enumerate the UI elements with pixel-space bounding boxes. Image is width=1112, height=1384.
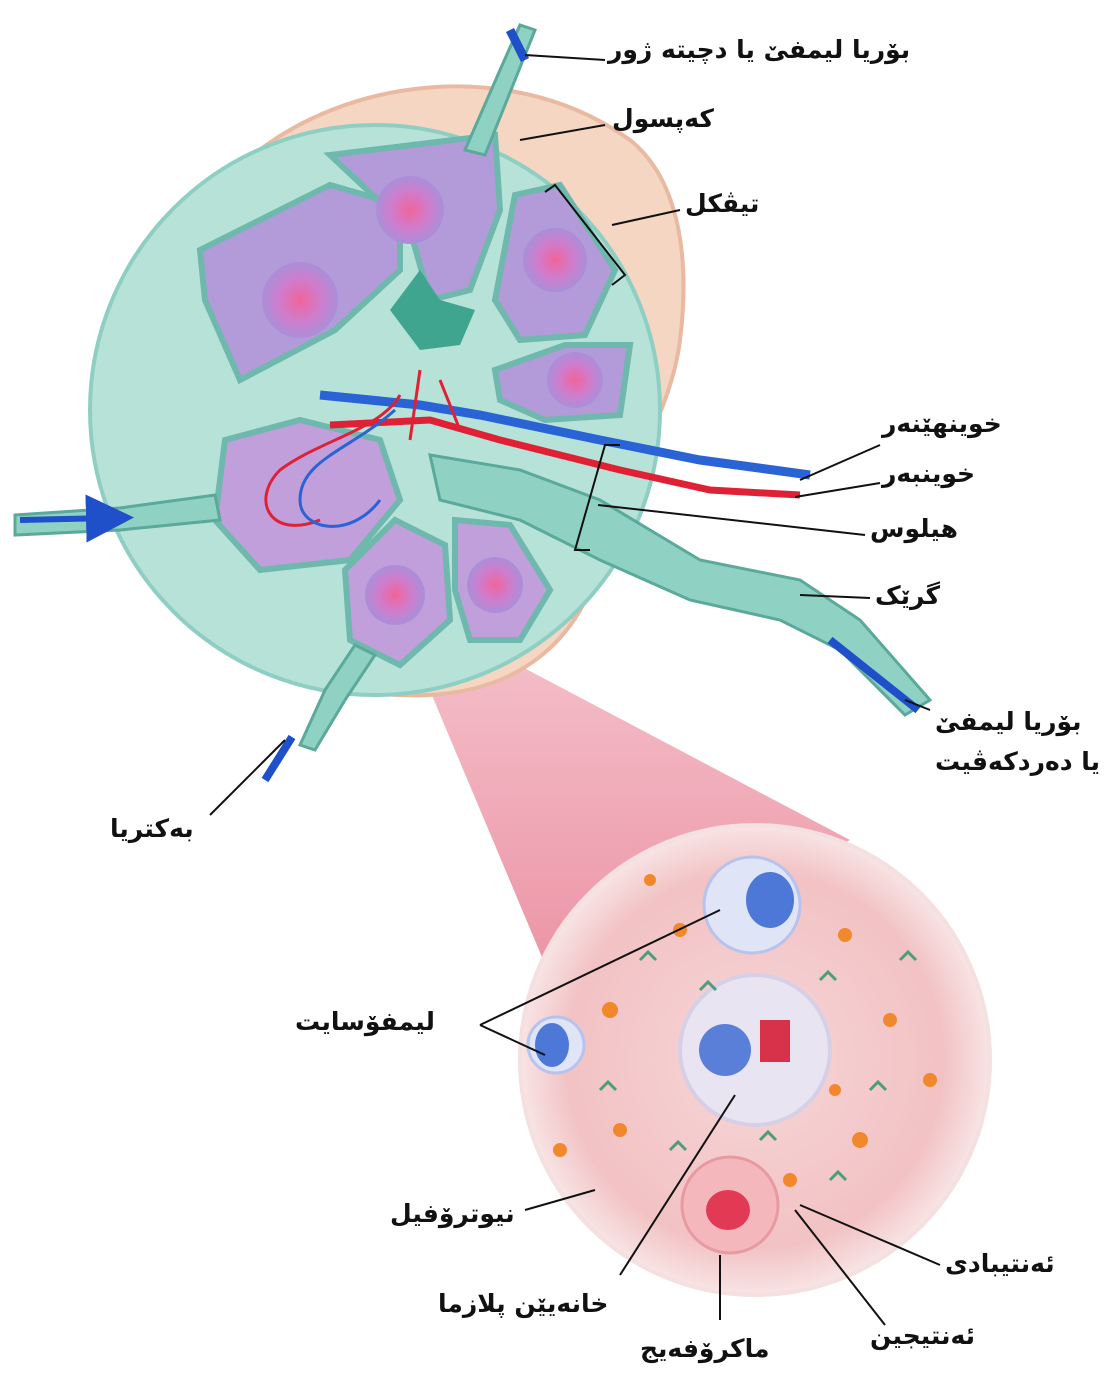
label-capsule: کەپسول [612, 105, 714, 134]
label-bacteria: بەکتریا [110, 815, 194, 844]
label-efferent-line2: یا دەردکەڤیت [935, 748, 1100, 777]
label-hilus: هیلوس [870, 515, 958, 544]
label-vein: خوینهێنەر [882, 410, 1002, 439]
label-follicle: تیڤکل [685, 190, 759, 219]
label-efferent-line1: بۆریا لیمفێ [935, 708, 1082, 737]
label-artery: خوینبەر [882, 460, 975, 489]
label-node: گرێک [875, 582, 940, 611]
label-antigen: ئەنتیجین [870, 1322, 975, 1351]
label-plasma-cell: خانەیێن پلازما [438, 1290, 608, 1319]
label-macrophage: ماکرۆفەیج [640, 1335, 769, 1364]
label-afferent-top: بۆریا لیمفێ یا دچیتە ژور [608, 36, 910, 65]
label-antibody: ئەنتیبادی [945, 1250, 1055, 1279]
label-lymphocyte: لیمفۆسایت [295, 1008, 435, 1037]
label-neutrophil: نیوترۆفیل [390, 1200, 515, 1229]
